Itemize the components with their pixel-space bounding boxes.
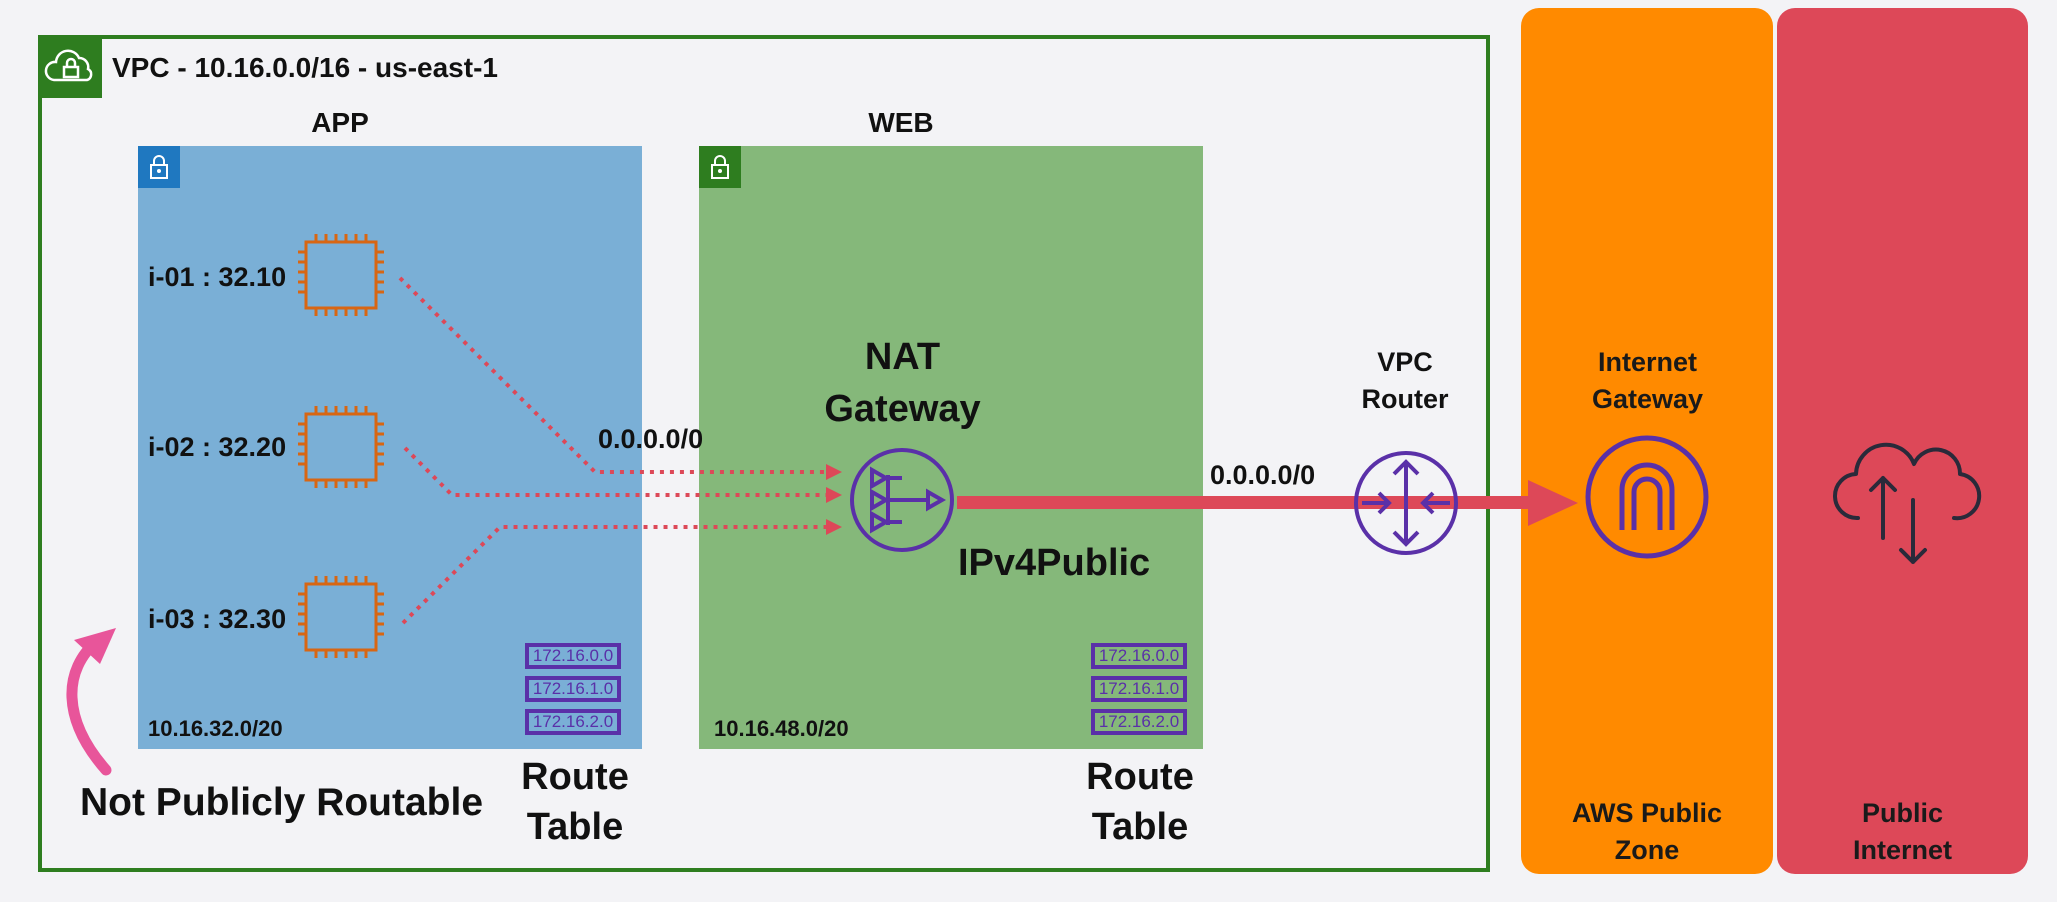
not-routable-arrow <box>66 628 116 776</box>
web-subnet-cidr: 10.16.48.0/20 <box>714 716 849 741</box>
vpc-title: VPC - 10.16.0.0/16 - us-east-1 <box>112 52 498 83</box>
app-route-destination: 0.0.0.0/0 <box>598 424 704 454</box>
web-route-table: 172.16.0.0 172.16.1.0 172.16.2.0 <box>1091 643 1187 735</box>
public-internet-zone-label: Public Internet <box>1852 798 1952 865</box>
nat-gateway-icon <box>850 448 954 552</box>
route-table-row: 172.16.1.0 <box>525 676 621 702</box>
vpc-router-icon <box>1354 451 1458 555</box>
web-route-destination: 0.0.0.0/0 <box>1210 460 1316 490</box>
nat-public-ip-label: IPv4Public <box>958 542 1151 584</box>
not-publicly-routable-note: Not Publicly Routable <box>80 781 484 824</box>
public-internet-zone <box>1777 8 2028 874</box>
web-route-table-label: Route Table <box>1086 756 1194 848</box>
app-subnet-label: APP <box>311 107 369 138</box>
vpc-boundary <box>38 35 1490 872</box>
route-table-row: 172.16.2.0 <box>525 709 621 735</box>
internet-gateway-icon <box>1585 435 1709 559</box>
web-subnet-label: WEB <box>868 107 934 138</box>
web-subnet <box>699 146 1203 749</box>
vpc-badge <box>40 36 102 98</box>
aws-public-zone-label: AWS Public Zone <box>1571 798 1723 865</box>
instance-label: i-01 : 32.10 <box>148 262 287 292</box>
ec2-chip-icon <box>298 406 384 488</box>
subnet-lock-icon <box>711 155 729 179</box>
subnet-lock-icon <box>150 155 168 179</box>
ec2-chip-icon <box>298 234 384 316</box>
vpc-cloud-lock-icon <box>44 49 93 82</box>
route-table-row: 172.16.0.0 <box>525 643 621 669</box>
internet-gateway-label: Internet Gateway <box>1591 347 1704 414</box>
instance-label: i-02 : 32.20 <box>148 432 287 462</box>
vpc-router-label: VPC Router <box>1361 347 1449 414</box>
app-subnet <box>138 146 642 749</box>
route-table-row: 172.16.0.0 <box>1091 643 1187 669</box>
instance-label: i-03 : 32.30 <box>148 604 287 634</box>
app-subnet-badge <box>138 146 180 188</box>
app-subnet-cidr: 10.16.32.0/20 <box>148 716 283 741</box>
aws-public-zone <box>1521 8 1773 874</box>
route-table-row: 172.16.2.0 <box>1091 709 1187 735</box>
cloud-upload-download-icon <box>1833 442 1982 564</box>
app-route-table: 172.16.0.0 172.16.1.0 172.16.2.0 <box>525 643 621 735</box>
arrowheads <box>826 464 842 535</box>
instance-route-arrows <box>398 276 830 625</box>
web-subnet-badge <box>699 146 741 188</box>
route-table-row: 172.16.1.0 <box>1091 676 1187 702</box>
app-route-table-label: Route Table <box>521 756 629 848</box>
nat-gateway-label: NAT Gateway <box>824 336 981 430</box>
ec2-chip-icon <box>298 576 384 658</box>
igw-arrowhead <box>1528 480 1578 526</box>
